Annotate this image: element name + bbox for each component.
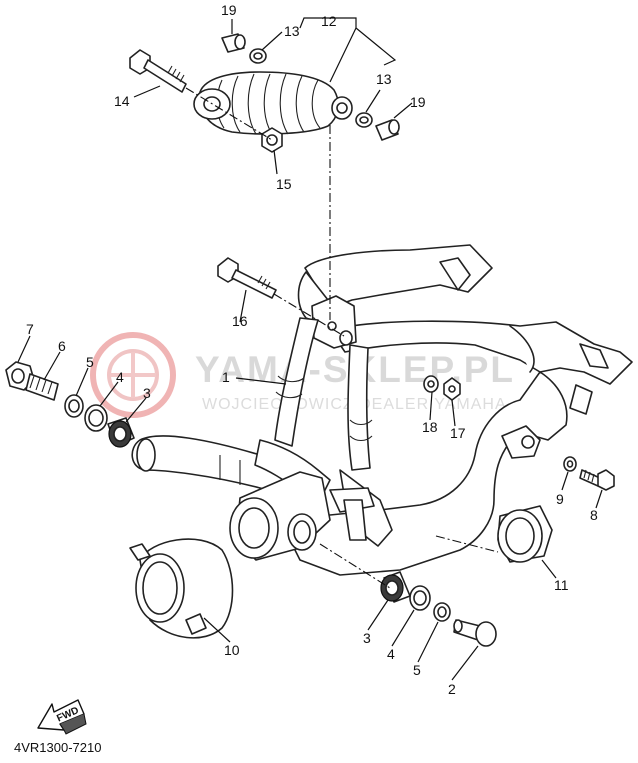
collar-upper xyxy=(221,33,246,53)
fwd-arrow-icon: FWD xyxy=(37,699,87,735)
oil-seal-5 xyxy=(64,394,84,418)
callout-12: 12 xyxy=(321,13,337,29)
right-bolt-8 xyxy=(579,469,615,491)
callout-1: 1 xyxy=(222,369,230,385)
callout-18: 18 xyxy=(422,419,438,435)
callout-9: 9 xyxy=(556,491,564,507)
left-pivot-parts xyxy=(5,361,135,448)
callout-8: 8 xyxy=(590,507,598,523)
callout-14: 14 xyxy=(114,93,130,109)
pivot-boss xyxy=(229,471,331,561)
callout-2: 2 xyxy=(448,681,456,697)
callout-11: 11 xyxy=(554,577,569,593)
watermark-logo xyxy=(90,332,176,418)
pivot-shaft-2 xyxy=(453,619,497,647)
shock-bolt xyxy=(129,49,187,93)
washer-18 xyxy=(423,375,439,393)
rear-shock-absorber xyxy=(129,33,400,153)
callout-4-right: 4 xyxy=(387,646,395,662)
callout-19-right: 19 xyxy=(410,94,426,110)
callout-17: 17 xyxy=(450,425,466,441)
callout-10: 10 xyxy=(224,642,240,658)
bearing-3-right xyxy=(380,571,411,603)
right-pivot-parts xyxy=(380,571,497,647)
callout-7: 7 xyxy=(26,321,34,337)
shock-nut xyxy=(261,127,283,153)
rear-arm xyxy=(131,317,393,561)
bearing-3 xyxy=(107,417,135,448)
catalog-code: 4VR1300-7210 xyxy=(14,740,102,755)
spacer-4-right xyxy=(409,585,431,611)
adjust-bolt-6 xyxy=(25,373,59,401)
bush-lower xyxy=(355,112,373,128)
callout-15: 15 xyxy=(276,176,292,192)
callout-3-left: 3 xyxy=(143,385,151,401)
oil-seal-5-right xyxy=(433,602,451,622)
cover-10 xyxy=(129,538,234,639)
collar-lower xyxy=(375,119,400,141)
callout-13-right: 13 xyxy=(376,71,392,87)
swingarm-shock-bolt xyxy=(217,257,277,299)
washer-9 xyxy=(563,456,577,472)
callout-5-right: 5 xyxy=(413,662,421,678)
callout-3-right: 3 xyxy=(363,630,371,646)
cover-11 xyxy=(497,505,553,563)
callout-labels: 19 13 12 13 19 14 15 16 1 7 6 5 4 3 18 1… xyxy=(26,2,598,697)
nut-17 xyxy=(443,377,461,401)
callout-19-top: 19 xyxy=(221,2,237,18)
callout-4-left: 4 xyxy=(116,369,124,385)
leader-lines xyxy=(17,17,603,681)
callout-5-left: 5 xyxy=(86,354,94,370)
spacer-4 xyxy=(84,404,108,432)
callout-6: 6 xyxy=(58,338,66,354)
bush-upper xyxy=(249,48,267,64)
callout-16: 16 xyxy=(232,313,248,329)
callout-13-top: 13 xyxy=(284,23,300,39)
